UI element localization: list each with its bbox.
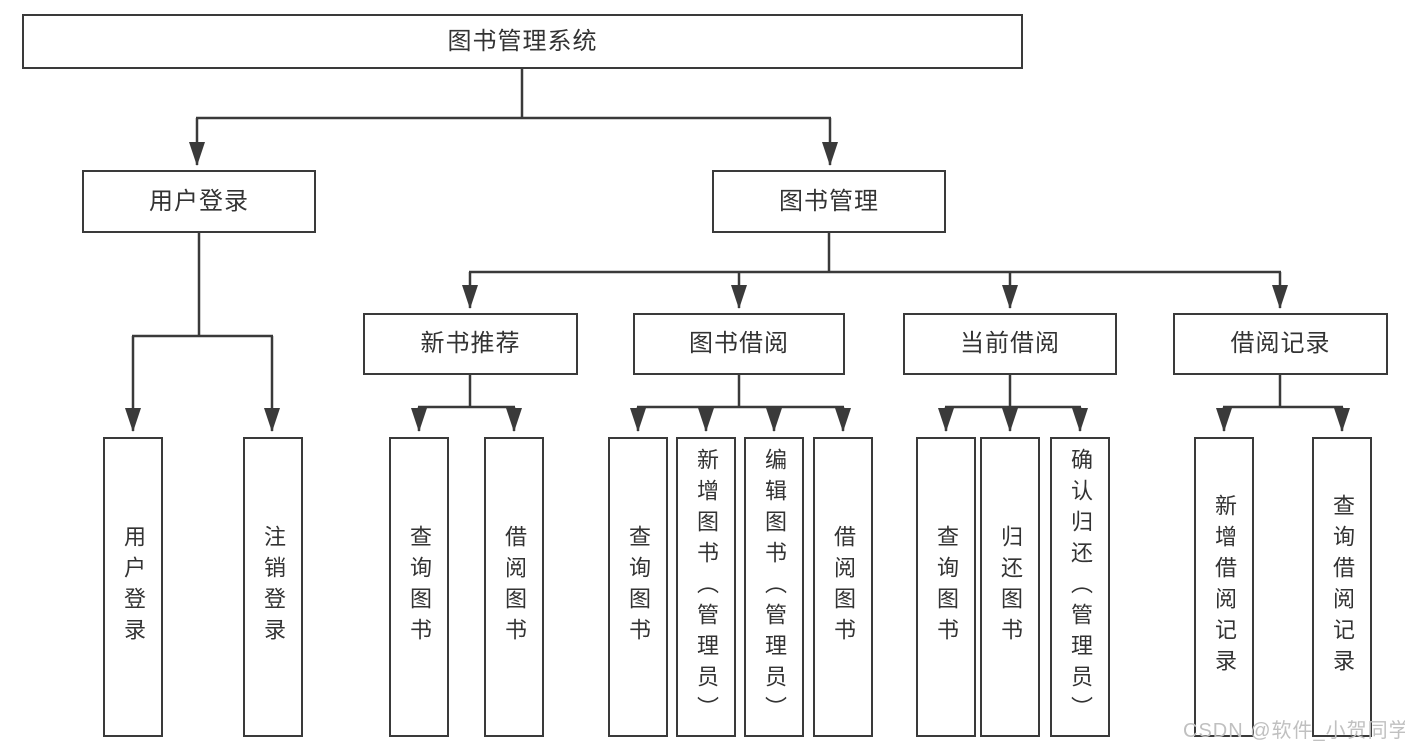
leaf-edit-book-admin: 编辑图书（管理员）	[744, 437, 804, 737]
csdn-watermark: CSDN @软件_小贺同学	[1183, 720, 1405, 742]
node-borrowing-records: 借阅记录	[1173, 313, 1388, 375]
leaf-borrow-books-recommend: 借阅图书	[484, 437, 544, 737]
node-book-management: 图书管理	[712, 170, 946, 233]
leaf-add-borrow-record: 新增借阅记录	[1194, 437, 1254, 737]
leaf-add-book-admin: 新增图书（管理员）	[676, 437, 736, 737]
node-library-system: 图书管理系统	[22, 14, 1023, 69]
leaf-confirm-return-admin: 确认归还（管理员）	[1050, 437, 1110, 737]
leaf-return-books: 归还图书	[980, 437, 1040, 737]
leaf-borrow-books-borrowing: 借阅图书	[813, 437, 873, 737]
leaf-query-borrow-record: 查询借阅记录	[1312, 437, 1372, 737]
leaf-query-books-borrowing: 查询图书	[608, 437, 668, 737]
node-user-login: 用户登录	[82, 170, 316, 233]
node-current-borrowing: 当前借阅	[903, 313, 1117, 375]
leaf-query-books-current: 查询图书	[916, 437, 976, 737]
leaf-query-books-recommend: 查询图书	[389, 437, 449, 737]
leaf-user-login: 用户登录	[103, 437, 163, 737]
leaf-logout: 注销登录	[243, 437, 303, 737]
node-book-borrowing: 图书借阅	[633, 313, 845, 375]
node-new-book-recommendation: 新书推荐	[363, 313, 578, 375]
